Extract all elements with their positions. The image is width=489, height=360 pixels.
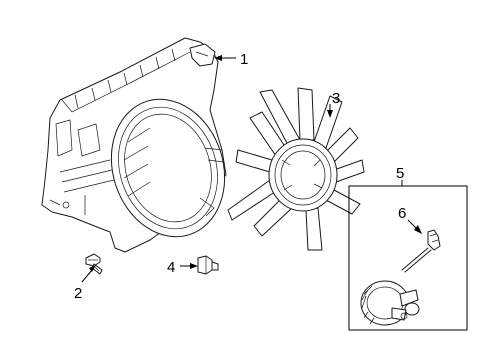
callout-2-label: 2 xyxy=(74,285,82,302)
callout-4: 4 xyxy=(167,259,198,276)
kit-box xyxy=(348,185,468,331)
callout-6-label: 6 xyxy=(398,205,406,222)
callout-2: 2 xyxy=(74,265,96,302)
callout-4-label: 4 xyxy=(167,259,175,276)
callout-3-label: 3 xyxy=(332,90,340,107)
nut[interactable] xyxy=(197,255,219,275)
fan-blade[interactable] xyxy=(227,87,365,251)
callout-1: 1 xyxy=(214,51,248,68)
bolt[interactable] xyxy=(85,253,103,275)
callout-3: 3 xyxy=(327,90,340,118)
callout-5: 5 xyxy=(396,165,404,186)
callout-1-label: 1 xyxy=(240,51,248,68)
fan-shroud[interactable] xyxy=(41,37,242,253)
callout-5-label: 5 xyxy=(396,165,404,182)
callout-6: 6 xyxy=(398,205,422,234)
fan-clutch-sensor[interactable] xyxy=(360,229,441,326)
